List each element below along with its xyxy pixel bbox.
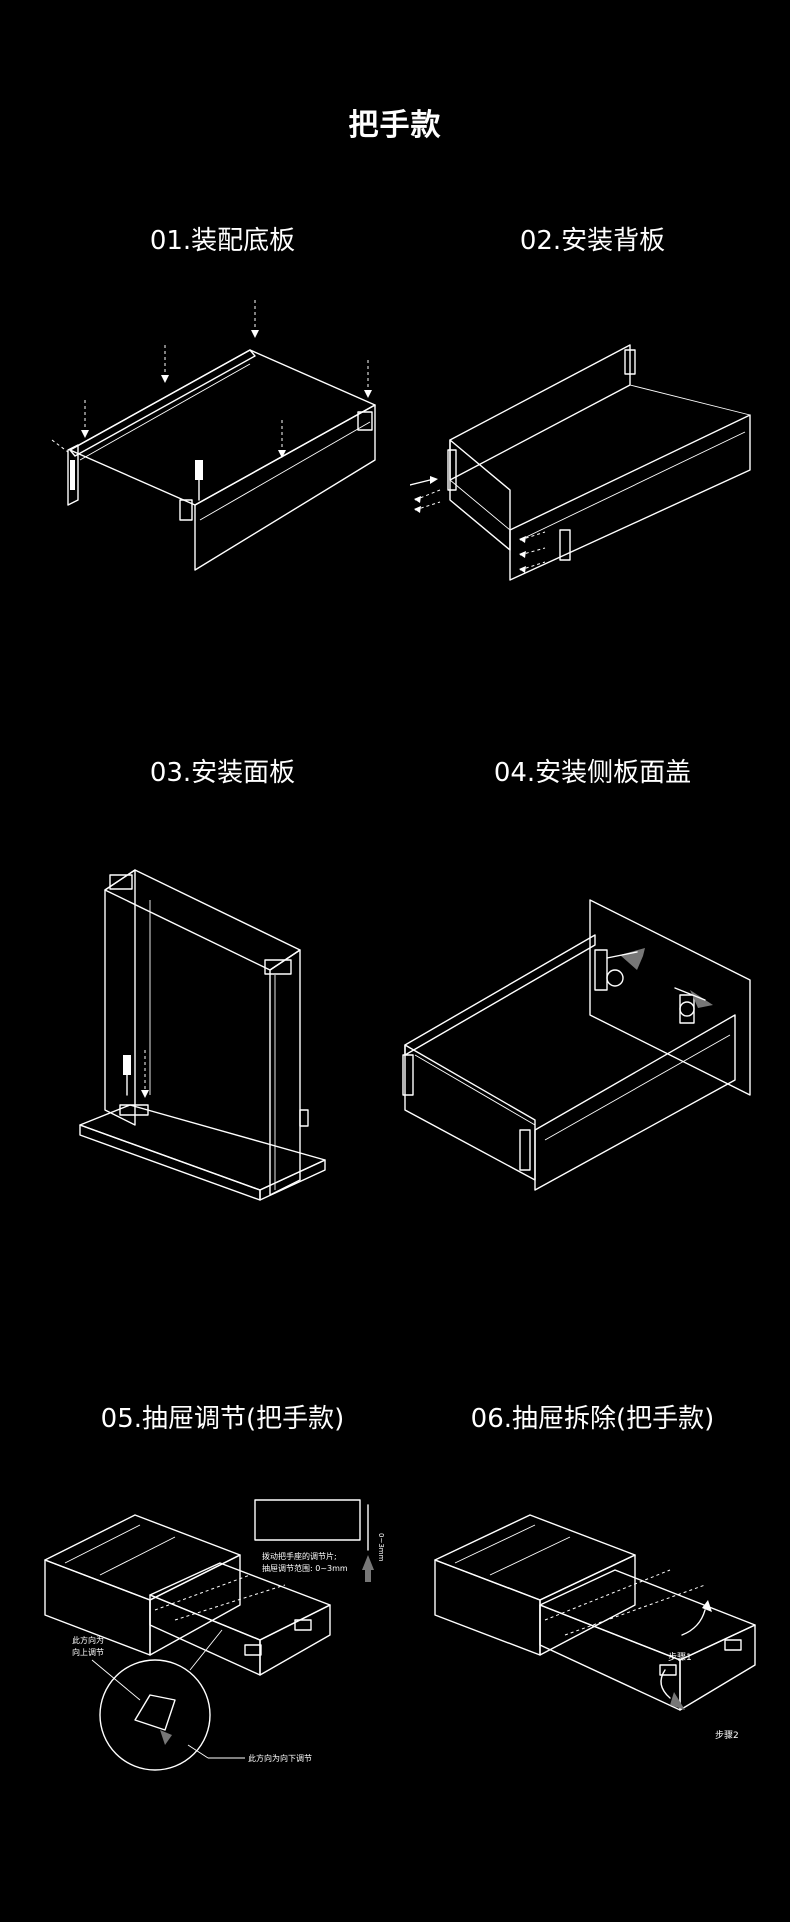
step-5-range-label: 0~3mm	[377, 1533, 385, 1562]
step-1-title: 01.装配底板	[149, 226, 296, 256]
step-2-title: 02.安装背板	[519, 226, 666, 256]
step-5-note-line2: 抽屉调节范围: 0~3mm	[262, 1563, 348, 1573]
step-6-title: 06.抽屉拆除(把手款)	[470, 1404, 715, 1434]
step-5-title: 05.抽屉调节(把手款)	[100, 1404, 345, 1434]
step-6-step1-label: 步骤1	[668, 1652, 692, 1663]
step-2-illustration	[410, 344, 751, 581]
step-5-down-label: 此方向为向下调节	[248, 1753, 312, 1763]
step-3-illustration	[79, 869, 326, 1201]
step-4-illustration	[402, 899, 751, 1191]
step-5-illustration: 拨动把手座的调节片; 抽屉调节范围: 0~3mm 0~3mm 此方向为 向上调节…	[44, 1499, 385, 1771]
step-1-illustration	[51, 300, 376, 571]
step-3-title: 03.安装面板	[149, 758, 296, 788]
step-5-note-line1: 拨动把手座的调节片;	[262, 1551, 337, 1561]
step-4-title: 04.安装侧板面盖	[493, 758, 692, 788]
step-6-illustration: 步骤1 步骤2	[434, 1514, 756, 1741]
step-5-up-label-line2: 向上调节	[72, 1647, 104, 1657]
step-6-step2-label: 步骤2	[715, 1730, 739, 1741]
page-title: 把手款	[348, 108, 442, 143]
step-5-up-label-line1: 此方向为	[72, 1635, 104, 1645]
